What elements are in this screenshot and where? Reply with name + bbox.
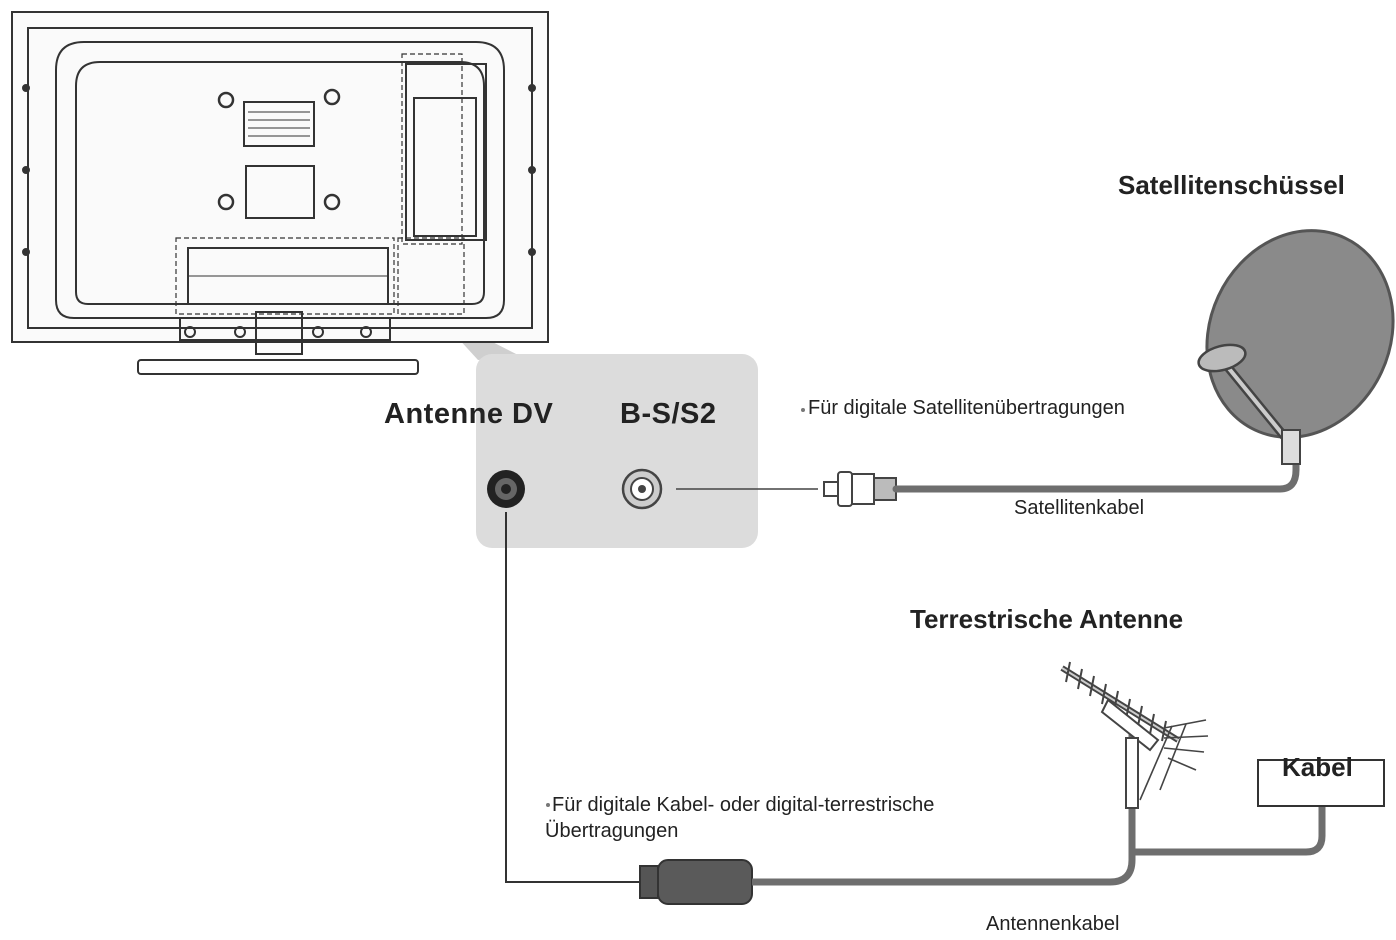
satellite-note-bullet bbox=[801, 408, 805, 412]
terrestrial-antenna-title: Terrestrische Antenne bbox=[910, 604, 1184, 634]
terrestrial-note-line2: Übertragungen bbox=[545, 820, 679, 842]
terrestrial-antenna-icon bbox=[1060, 661, 1209, 809]
kabel-label: Kabel bbox=[1282, 752, 1353, 782]
satellite-cable bbox=[892, 452, 1300, 493]
antenna-dv-socket[interactable] bbox=[487, 470, 525, 508]
satellite-dish-title: Satellitenschüssel bbox=[1118, 170, 1345, 200]
satellite-dish-icon bbox=[1197, 229, 1395, 465]
connector-panel bbox=[476, 354, 758, 548]
satellite-socket[interactable] bbox=[621, 468, 663, 510]
terrestrial-note-bullet bbox=[546, 803, 550, 807]
antenna-dv-label: Antenne DV bbox=[384, 398, 554, 430]
antenna-cable-core bbox=[505, 512, 646, 883]
tv-back-view bbox=[11, 11, 549, 375]
coax-plug[interactable] bbox=[639, 859, 753, 905]
f-connector-plug[interactable] bbox=[823, 471, 897, 507]
kabel-box bbox=[1257, 759, 1385, 807]
antenna-cable-label: Antennenkabel bbox=[986, 913, 1120, 935]
terrestrial-note-line1: Für digitale Kabel- oder digital-terrest… bbox=[552, 794, 935, 816]
satellite-cable-label: Satellitenkabel bbox=[1014, 497, 1145, 519]
satellite-port-label: B-S/S2 bbox=[620, 398, 717, 430]
satellite-note: Für digitale Satellitenübertragungen bbox=[808, 397, 1125, 419]
antenna-cable bbox=[752, 722, 1136, 886]
kabel-branch-cable bbox=[1134, 806, 1326, 856]
